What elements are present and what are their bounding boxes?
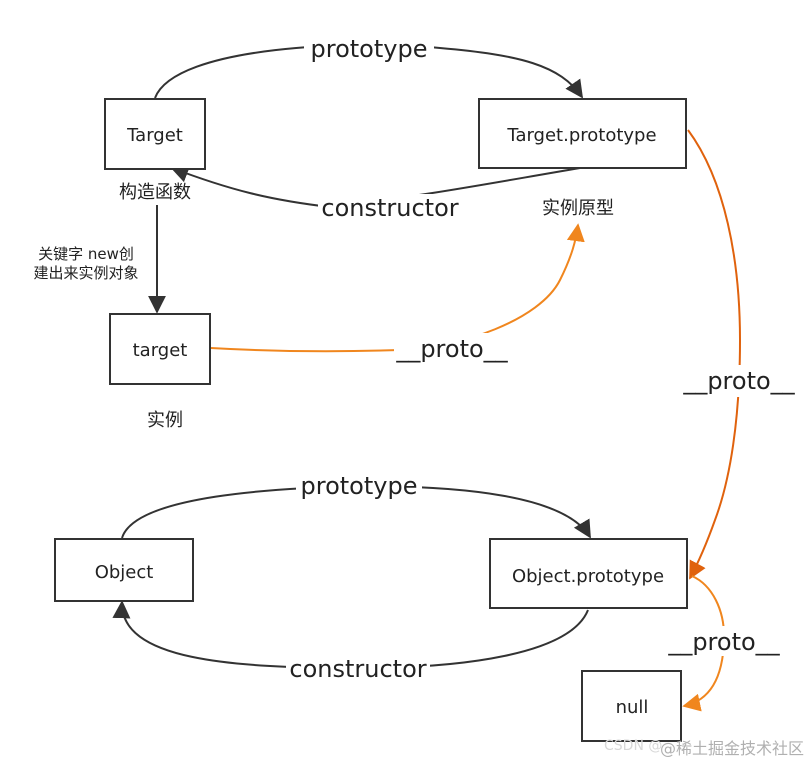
node-instance: target bbox=[109, 313, 211, 385]
edge-label-constructor-bottom: constructor bbox=[289, 655, 426, 683]
edge-proto-instance bbox=[210, 223, 585, 353]
node-target-prototype: Target.prototype bbox=[478, 98, 687, 169]
caption-constructor-function: 构造函数 bbox=[119, 182, 191, 203]
node-label-target-constructor: Target bbox=[126, 125, 183, 146]
node-label-null: null bbox=[616, 697, 649, 718]
node-target-constructor: Target bbox=[104, 98, 206, 170]
node-null: null bbox=[581, 670, 682, 742]
node-label-target-prototype: Target.prototype bbox=[506, 125, 656, 146]
edge-proto-right bbox=[687, 129, 742, 580]
caption-instance-prototype: 实例原型 bbox=[542, 198, 614, 219]
edge-label-proto-null: __proto__ bbox=[667, 628, 780, 656]
edge-label-proto-instance: __proto__ bbox=[395, 335, 508, 363]
caption-instance: 实例 bbox=[147, 410, 183, 431]
node-label-instance: target bbox=[133, 340, 188, 361]
caption-new-line-1: 关键字 new创 bbox=[38, 245, 134, 263]
caption-new-line-2: 建出来实例对象 bbox=[33, 264, 138, 282]
edge-label-prototype-top: prototype bbox=[311, 35, 428, 63]
edge-label-prototype-bottom: prototype bbox=[301, 472, 418, 500]
node-label-object-prototype: Object.prototype bbox=[512, 566, 664, 587]
node-object-prototype: Object.prototype bbox=[489, 538, 688, 609]
watermark-ghost-text: CSDN @ bbox=[604, 738, 662, 754]
watermark-text: @稀土掘金技术社区 bbox=[660, 739, 804, 758]
edge-label-constructor-top: constructor bbox=[321, 194, 458, 222]
edge-label-proto-right: __proto__ bbox=[682, 367, 795, 395]
node-object-constructor: Object bbox=[54, 538, 194, 602]
node-label-object-constructor: Object bbox=[95, 562, 154, 583]
